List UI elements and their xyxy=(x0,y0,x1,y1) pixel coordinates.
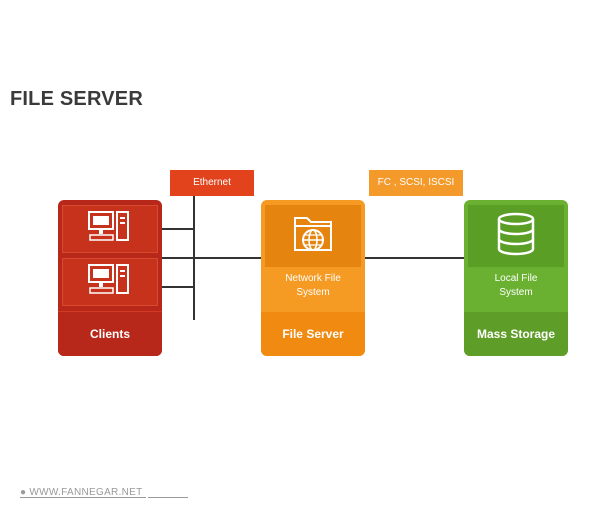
file-server-sublabel: Network File System xyxy=(261,272,365,300)
watermark-rule xyxy=(148,497,188,498)
database-icon xyxy=(492,210,540,263)
protocol-tag: FC , SCSI, ISCSI xyxy=(369,170,463,196)
file-server-sublabel-line1: Network File xyxy=(285,273,341,284)
watermark: ● WWW.FANNEGAR.NET xyxy=(20,487,143,498)
server-to-storage-connector xyxy=(365,257,464,259)
computer-icon xyxy=(87,209,133,250)
computer-icon xyxy=(87,262,133,303)
file-server-label: File Server xyxy=(261,312,365,356)
mass-storage-sublabel: Local File System xyxy=(464,272,568,300)
watermark-text: WWW.FANNEGAR.NET xyxy=(29,487,143,498)
mass-storage-label: Mass Storage xyxy=(464,312,568,356)
bus-to-server-connector xyxy=(162,257,261,259)
file-server-card: Network File System File Server xyxy=(261,200,365,356)
mass-storage-card: Local File System Mass Storage xyxy=(464,200,568,356)
clients-card: Clients xyxy=(58,200,162,356)
page-title: FILE SERVER xyxy=(10,88,143,110)
mass-storage-icon-panel xyxy=(468,205,564,267)
watermark-underline xyxy=(20,497,146,498)
file-server-icon-panel xyxy=(265,205,361,267)
client1-connector xyxy=(162,228,194,230)
ethernet-tag: Ethernet xyxy=(170,170,254,196)
client-panel xyxy=(62,258,158,306)
file-server-sublabel-line2: System xyxy=(296,287,330,298)
mass-storage-sublabel-line1: Local File xyxy=(494,273,538,284)
client-panel xyxy=(62,205,158,253)
clients-label: Clients xyxy=(58,311,162,356)
mass-storage-sublabel-line2: System xyxy=(499,287,533,298)
folder-globe-icon xyxy=(289,212,337,261)
client2-connector xyxy=(162,286,194,288)
